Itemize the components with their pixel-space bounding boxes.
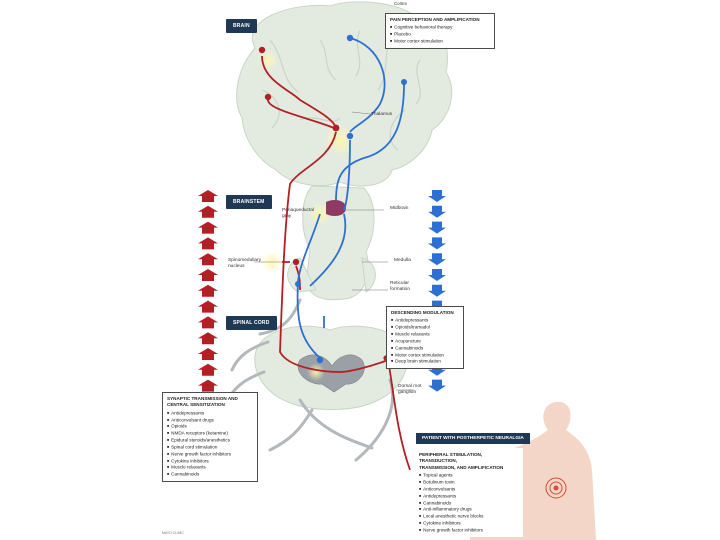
brainstem-tag: BRAINSTEM [226,195,272,209]
midbrain-label: Midbrain [390,206,408,212]
thalamus-label: Thalamus [371,112,392,118]
spinal-cord-shape [255,326,407,409]
spinal-cord-tag: SPINAL CORD [226,316,277,330]
cortex-label: Cortex [394,1,407,7]
medulla-label: Medulla [394,258,411,264]
peripheral-box: PERIPHERAL STIMULATION, TRANSDUCTION,TRA… [415,448,523,537]
pain-perception-box: PAIN PERCEPTION AND AMPLIFICATION Cognit… [385,13,495,49]
descending-modulation-box: DESCENDING MODULATION Antidepressants Op… [386,306,464,369]
patient-tag: PATIENT WITH POSTHERPETIC NEURALGIA [416,433,530,444]
periaqueductal-gray-shape [326,200,346,216]
brain-tag: BRAIN [226,19,257,33]
footer-credit: MAYO CLINIC [162,531,184,535]
